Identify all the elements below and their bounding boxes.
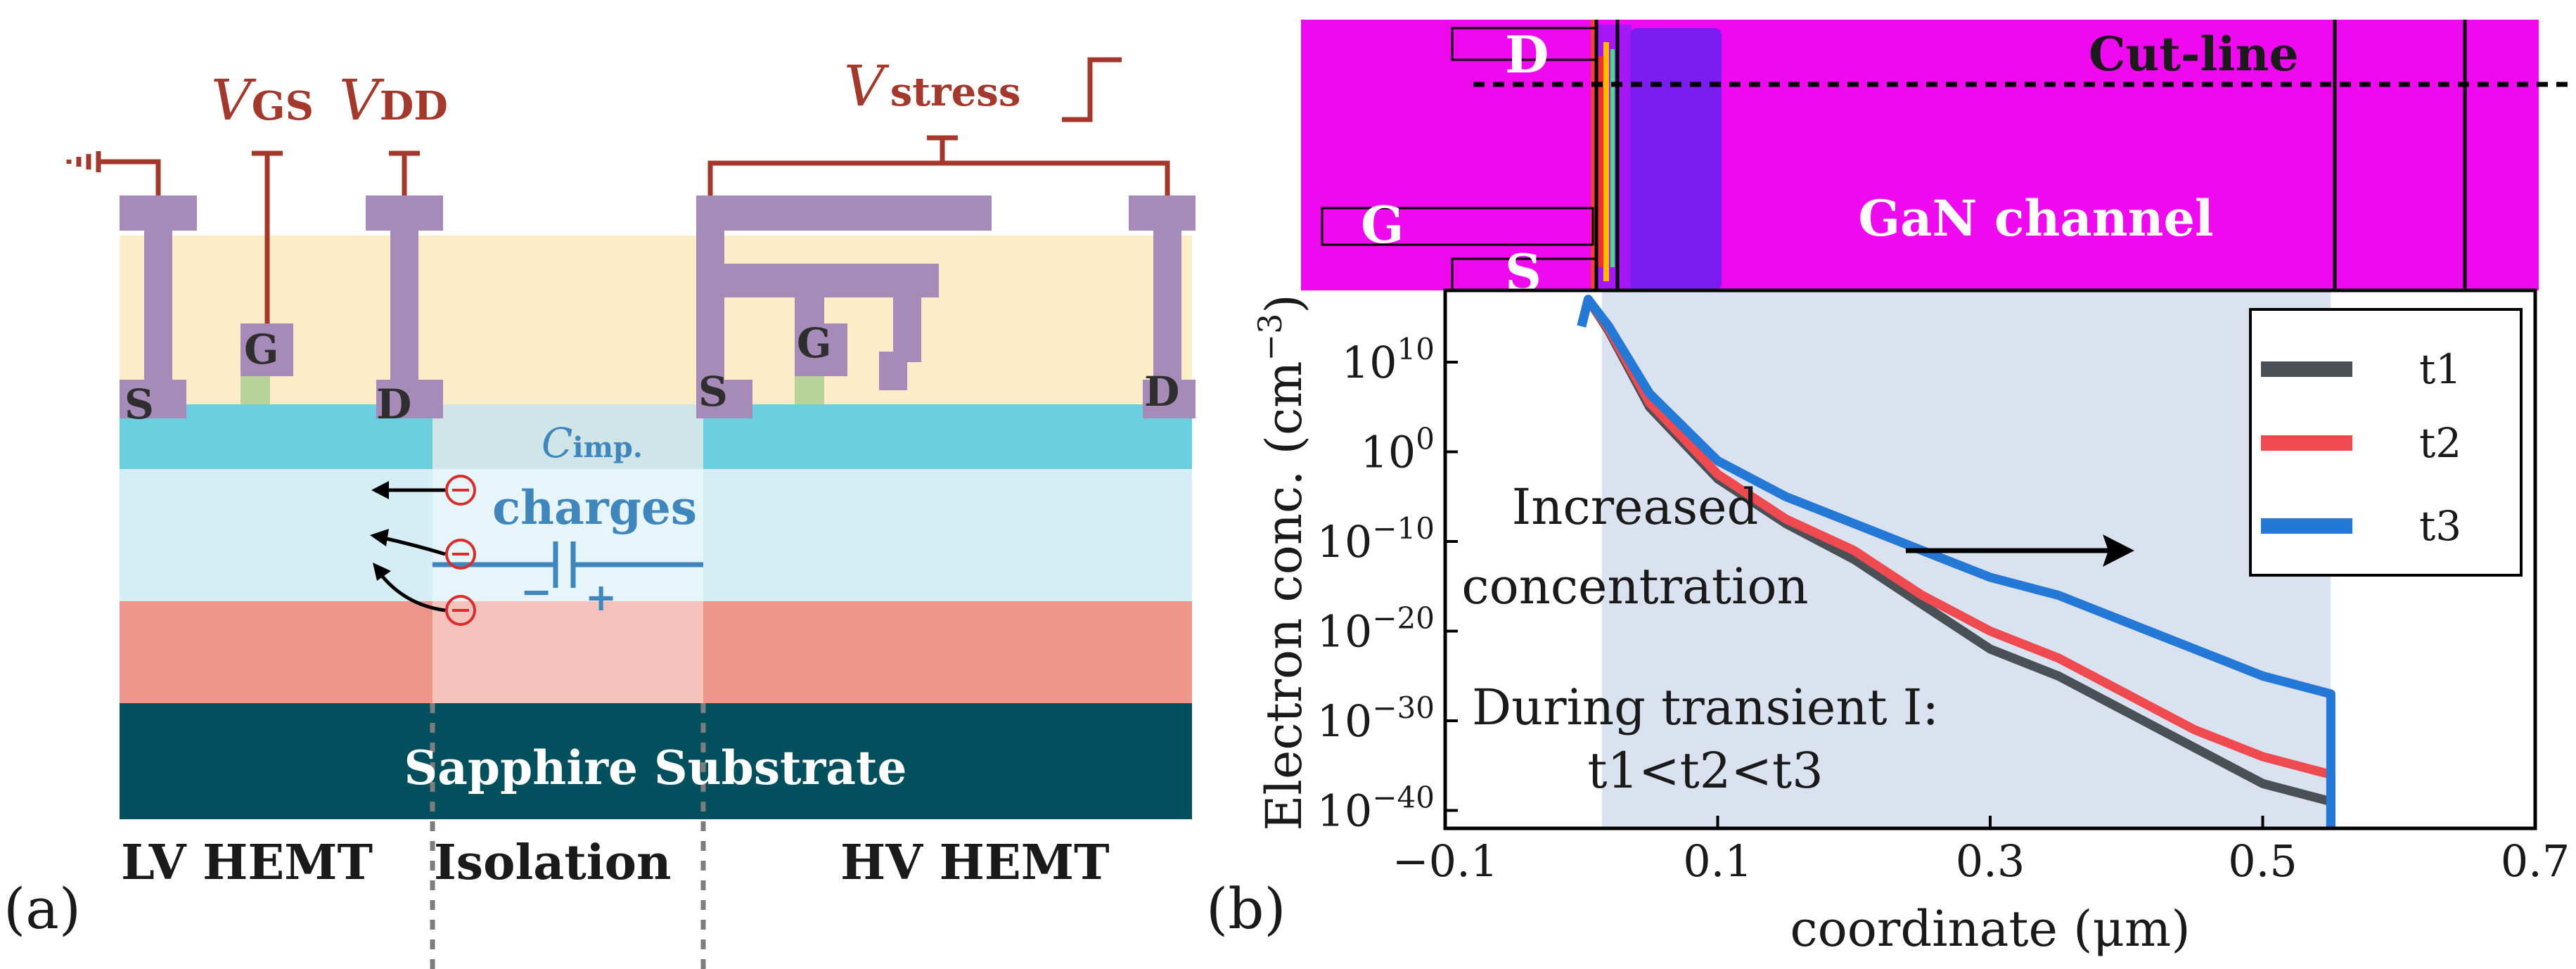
negative-charges [370, 475, 476, 626]
isolation-boundaries [430, 703, 706, 969]
y-tick-label: 10−40 [1316, 781, 1435, 837]
y-axis-label: Electron conc. (cm−3) [1251, 294, 1313, 830]
bias-wires [66, 57, 1170, 323]
cap-minus-sign: − [520, 569, 552, 614]
buffer-layer [120, 601, 1192, 703]
legend: t1 t2 t3 [2249, 308, 2523, 577]
y-tick-label: 10−30 [1316, 691, 1435, 747]
x-tick-label: 0.5 [2228, 835, 2298, 887]
legend-label-t1: t1 [2419, 345, 2461, 393]
substrate-label: Sapphire Substrate [404, 740, 907, 795]
cap-plus-sign: + [585, 575, 617, 620]
x-axis-label: coordinate (μm) [1790, 900, 2190, 958]
cimp-label: Cimp. [542, 419, 643, 467]
hv-source-label: S [698, 368, 728, 416]
inset-channel-label: GaN channel [1858, 189, 2213, 248]
inset-gate-label: G [1361, 195, 1404, 255]
x-ticks: −0.1 0.1 0.3 0.5 0.7 [1392, 816, 2570, 887]
hv-hemt-label: HV HEMT [840, 835, 1110, 891]
panel-b-label: (b) [1206, 876, 1286, 942]
legend-label-t2: t2 [2419, 419, 2461, 467]
legend-label-t3: t3 [2419, 502, 2461, 550]
x-tick-label: −0.1 [1392, 835, 1499, 887]
y-tick-label: 100 [1360, 422, 1435, 478]
hv-gate-label: G [797, 319, 832, 367]
x-tick-label: 0.7 [2501, 835, 2570, 887]
y-ticks: 1010 100 10−10 10−20 10−30 10−40 [1316, 332, 1458, 837]
vgs-label: VGS [211, 68, 314, 133]
lv-metal [120, 195, 443, 418]
cutline-label: Cut-line [2089, 27, 2299, 82]
increased-label-line1: Increased [1512, 478, 1759, 536]
y-tick-label: 10−20 [1316, 601, 1435, 657]
hv-drain-label: D [1144, 368, 1179, 416]
lv-hemt-label: LV HEMT [121, 835, 373, 891]
charges-label: charges [492, 480, 697, 535]
x-tick-label: 0.1 [1683, 835, 1752, 887]
inset-drain-label: D [1505, 25, 1549, 84]
lv-gate-label: G [244, 326, 279, 373]
hv-metal [696, 195, 1196, 418]
increased-label-line2: concentration [1461, 558, 1808, 615]
lv-drain-label: D [376, 380, 411, 428]
inset-source-label: S [1505, 243, 1542, 302]
panel-a-label: (a) [4, 876, 81, 942]
vdd-label: VDD [339, 68, 448, 133]
transient-label-line1: During transient I: [1472, 679, 1939, 736]
y-tick-label: 10−10 [1316, 511, 1435, 567]
channel-layer [120, 469, 1192, 601]
isolation-label: Isolation [434, 835, 671, 891]
passivation-layer [120, 236, 1192, 404]
transient-label-line2: t1<t2<t3 [1587, 742, 1823, 800]
y-tick-label: 1010 [1342, 332, 1435, 388]
x-tick-label: 0.3 [1956, 835, 2025, 887]
substrate-layer [120, 703, 1192, 819]
lv-source-label: S [124, 380, 154, 428]
panel-b-inset: D G S GaN channel Cut-line [1301, 20, 2576, 302]
